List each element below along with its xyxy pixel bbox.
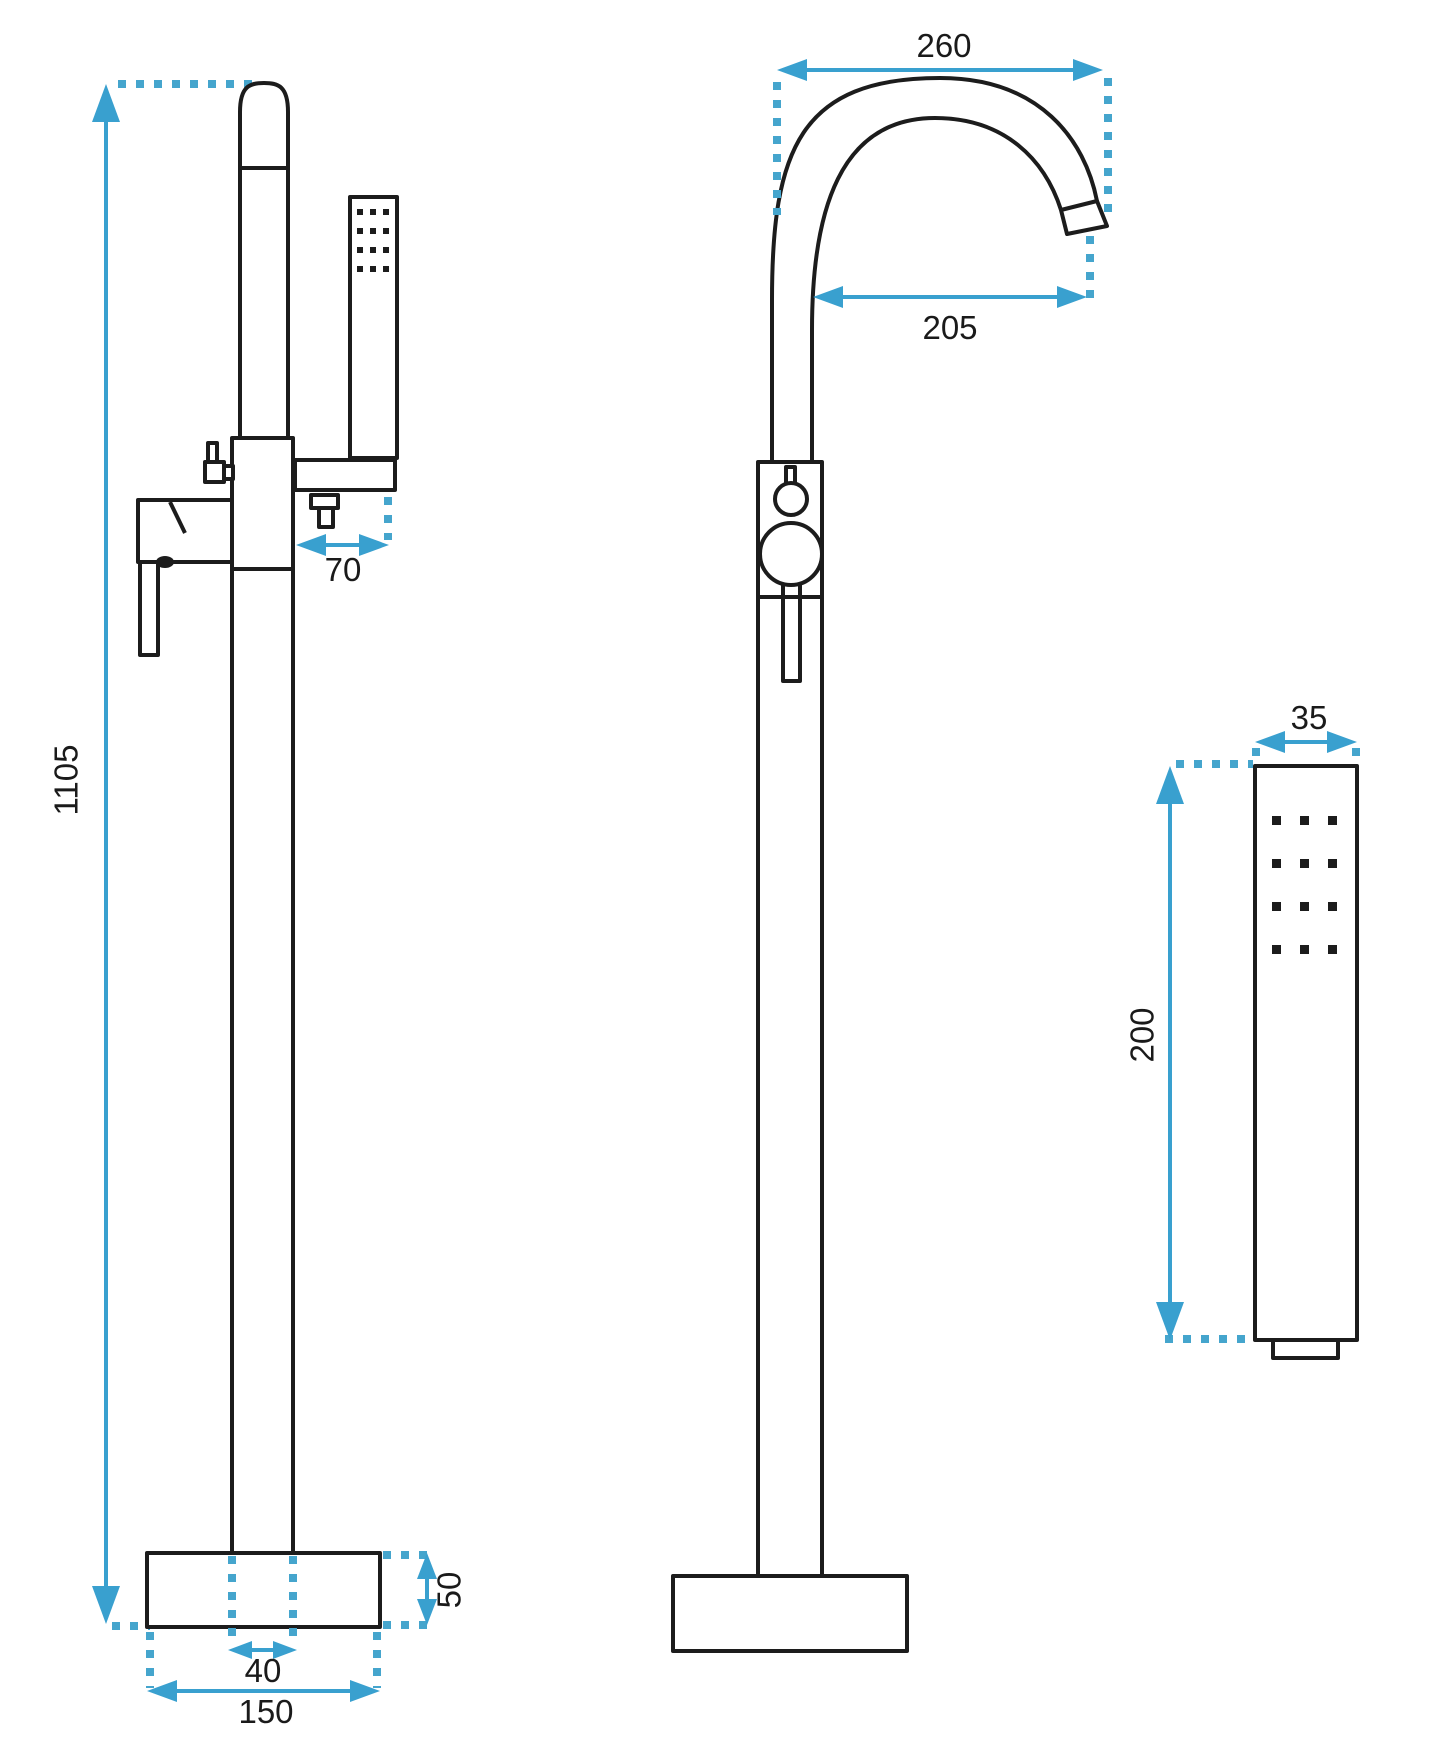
dim-label-spout-reach: 205	[922, 309, 977, 346]
diverter-stem	[206, 441, 219, 464]
arrowhead-down-icon	[417, 1599, 437, 1625]
handle-hub-front	[758, 521, 824, 587]
hand-shower-body	[1253, 764, 1359, 1342]
dim-label-height: 1105	[48, 745, 85, 816]
hand-shower-detail-view: 35 200	[1124, 699, 1360, 1360]
arrowhead-up-icon	[417, 1553, 437, 1579]
valve-body-side	[230, 436, 295, 571]
spout-inner-curve	[810, 116, 1063, 462]
dim-shower-length-200: 200	[1124, 760, 1253, 1343]
floor-base-front	[671, 1574, 909, 1653]
hose-connector-stem	[317, 506, 335, 529]
arrowhead-left-icon	[147, 1680, 177, 1702]
dim-base-width-150: 150	[146, 1632, 381, 1730]
hand-shower-connector	[1271, 1338, 1340, 1360]
arrowhead-up-icon	[92, 84, 120, 122]
arrowhead-left-icon	[813, 286, 843, 308]
arrowhead-down-icon	[92, 1586, 120, 1624]
arrowhead-right-icon	[350, 1680, 380, 1702]
arrowhead-down-icon	[1156, 1302, 1184, 1340]
arrowhead-up-icon	[1156, 766, 1184, 804]
arrowhead-right-icon	[1057, 286, 1087, 308]
handle-lever-side	[138, 560, 160, 657]
dim-spout-width-260: 260	[773, 27, 1112, 215]
floor-base-side	[145, 1551, 382, 1629]
diverter-knob-front	[773, 481, 809, 517]
riser-column-side	[238, 81, 290, 440]
diverter-body	[203, 460, 226, 484]
spout-outer-curve	[770, 76, 1099, 462]
handle-facet-line	[168, 501, 187, 534]
side-view: 1105	[48, 80, 468, 1730]
diverter-knob	[203, 441, 235, 484]
arrowhead-right-icon	[273, 1641, 297, 1659]
dim-label-shower-length: 200	[1124, 1007, 1161, 1062]
dim-label-shower-width: 35	[1291, 699, 1328, 736]
dim-base-height-50: 50	[383, 1551, 468, 1629]
dim-spout-reach-205: 205	[813, 236, 1094, 346]
hand-shower-side	[348, 195, 399, 461]
spray-nozzle-dots-side	[357, 209, 389, 272]
spout-tip	[1059, 199, 1109, 236]
handle-lever-front	[781, 584, 802, 683]
arrowhead-left-icon	[777, 59, 807, 81]
valve-body-front	[756, 460, 824, 683]
hand-shower-body-side	[348, 195, 399, 460]
dim-column-width-40: 40	[228, 1556, 297, 1689]
arrowhead-left-icon	[1255, 731, 1285, 753]
dim-height-1105: 1105	[48, 80, 252, 1630]
dim-label-base-height: 50	[431, 1572, 468, 1609]
dim-label-base-width: 150	[238, 1693, 293, 1730]
arrowhead-right-icon	[1073, 59, 1103, 81]
dim-arm-offset-70: 70	[296, 497, 392, 588]
arrowhead-left-icon	[228, 1641, 252, 1659]
handle-pivot	[156, 556, 174, 568]
arrowhead-right-icon	[1327, 731, 1357, 753]
arrowhead-left-icon	[296, 534, 326, 556]
arrowhead-right-icon	[359, 534, 389, 556]
dim-label-spout-width: 260	[916, 27, 971, 64]
front-view: 260 205	[671, 27, 1112, 1653]
spray-nozzle-dots	[1272, 816, 1337, 954]
diverter-step	[222, 464, 235, 481]
mixer-handle-side	[136, 498, 234, 657]
dim-shower-width-35: 35	[1252, 699, 1360, 764]
dim-label-column-width: 40	[245, 1652, 282, 1689]
shower-holder-arm-side	[293, 458, 397, 492]
dim-label-arm-offset: 70	[325, 551, 362, 588]
